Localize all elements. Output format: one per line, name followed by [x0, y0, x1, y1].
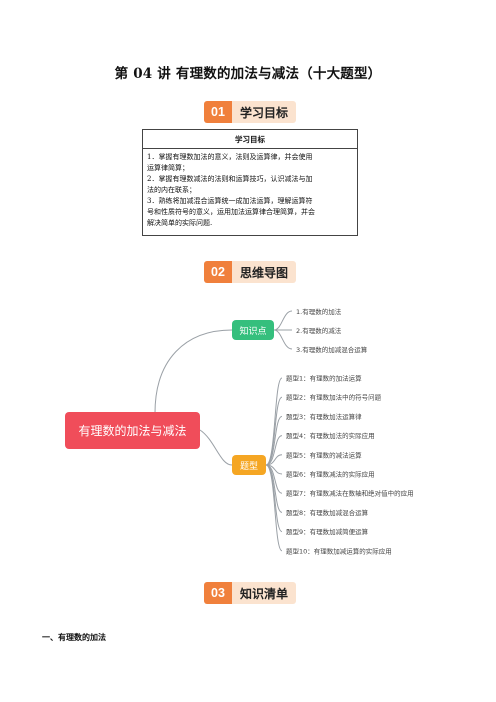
connector-k1 [273, 310, 293, 331]
knowledge-item: 2.有理数的减法 [296, 326, 342, 335]
tab-notch-icon [213, 582, 225, 584]
section-badge-knowledge: 03 知识清单 [204, 582, 297, 604]
goal-line: 3．熟练将加减混合运算统一成加法运算，理解运算符 [147, 197, 313, 205]
connector-type-item [265, 464, 283, 552]
type-item: 题型10：有理数加减运算的实际应用 [286, 546, 392, 555]
connector-k3 [273, 329, 293, 350]
root-node-label: 有理数的加法与减法 [78, 423, 186, 438]
type-connectors [265, 377, 283, 552]
knowledge-item: 3.有理数的加减混合运算 [296, 345, 368, 354]
type-item: 题型3：有理数加法运算律 [286, 412, 362, 421]
badge-number: 01 [204, 101, 232, 123]
tab-notch-icon [213, 261, 225, 263]
section-heading: 一、有理数的加法 [42, 632, 106, 642]
goals-header: 学习目标 [143, 130, 357, 149]
goal-line: 号和性质符号的意义，运用加法运算律合理简算，并会 [147, 208, 315, 216]
type-item: 题型2：有理数加法中的符号问题 [286, 393, 382, 402]
connector-type-item [265, 415, 283, 466]
badge-label: 思维导图 [232, 261, 297, 283]
goals-list: 1．掌握有理数加法的意义，法则及运算律，并会使用 运算律简算； 2．掌握有理数减… [143, 149, 357, 229]
type-item: 题型5：有理数的减法运算 [286, 450, 362, 459]
goal-line: 2．掌握有理数减法的法则和运算技巧，认识减法与加 [147, 175, 313, 183]
section-badge-goals: 01 学习目标 [204, 101, 297, 123]
types-node-label: 题型 [240, 461, 258, 472]
badge-number: 02 [204, 261, 232, 283]
learning-goals-table: 学习目标 1．掌握有理数加法的意义，法则及运算律，并会使用 运算律简算； 2．掌… [142, 129, 358, 236]
type-item: 题型7：有理数减法在数轴和绝对值中的应用 [286, 489, 414, 498]
goal-line: 1．掌握有理数加法的意义，法则及运算律，并会使用 [147, 153, 313, 161]
connector-root-knowledge [154, 329, 233, 414]
knowledge-node [232, 320, 274, 340]
type-item: 题型8：有理数加减混合运算 [286, 508, 369, 517]
type-item: 题型4：有理数加法的实际应用 [286, 431, 375, 440]
section-badge-mindmap: 02 思维导图 [204, 261, 297, 283]
mind-map: 有理数的加法与减法 知识点 1.有理数的加法 2.有理数的减法 3.有理数的加减… [65, 307, 414, 556]
type-item: 题型1：有理数的加法运算 [286, 374, 362, 383]
knowledge-item: 1.有理数的加法 [296, 307, 342, 316]
connector-type-item [265, 435, 283, 466]
knowledge-node-label: 知识点 [239, 325, 266, 337]
types-node [232, 455, 266, 475]
badge-label: 知识清单 [232, 582, 297, 604]
connector-root-types [199, 429, 233, 466]
goal-line: 法的内在联系； [147, 186, 196, 194]
page-title: 第 04 讲 有理数的加法与减法（十大题型） [114, 66, 382, 82]
type-item: 题型9：有理数加减简便运算 [286, 527, 369, 536]
root-node [65, 412, 200, 449]
types-list: 题型1：有理数的加法运算题型2：有理数加法中的符号问题题型3：有理数加法运算律题… [286, 374, 414, 556]
goal-line: 解决简单的实际问题. [147, 219, 213, 227]
badge-number: 03 [204, 582, 232, 604]
badge-label: 学习目标 [232, 101, 297, 123]
tab-notch-icon [213, 101, 225, 103]
type-item: 题型6：有理数减法的实际应用 [286, 470, 375, 479]
goal-line: 运算律简算； [147, 164, 189, 172]
